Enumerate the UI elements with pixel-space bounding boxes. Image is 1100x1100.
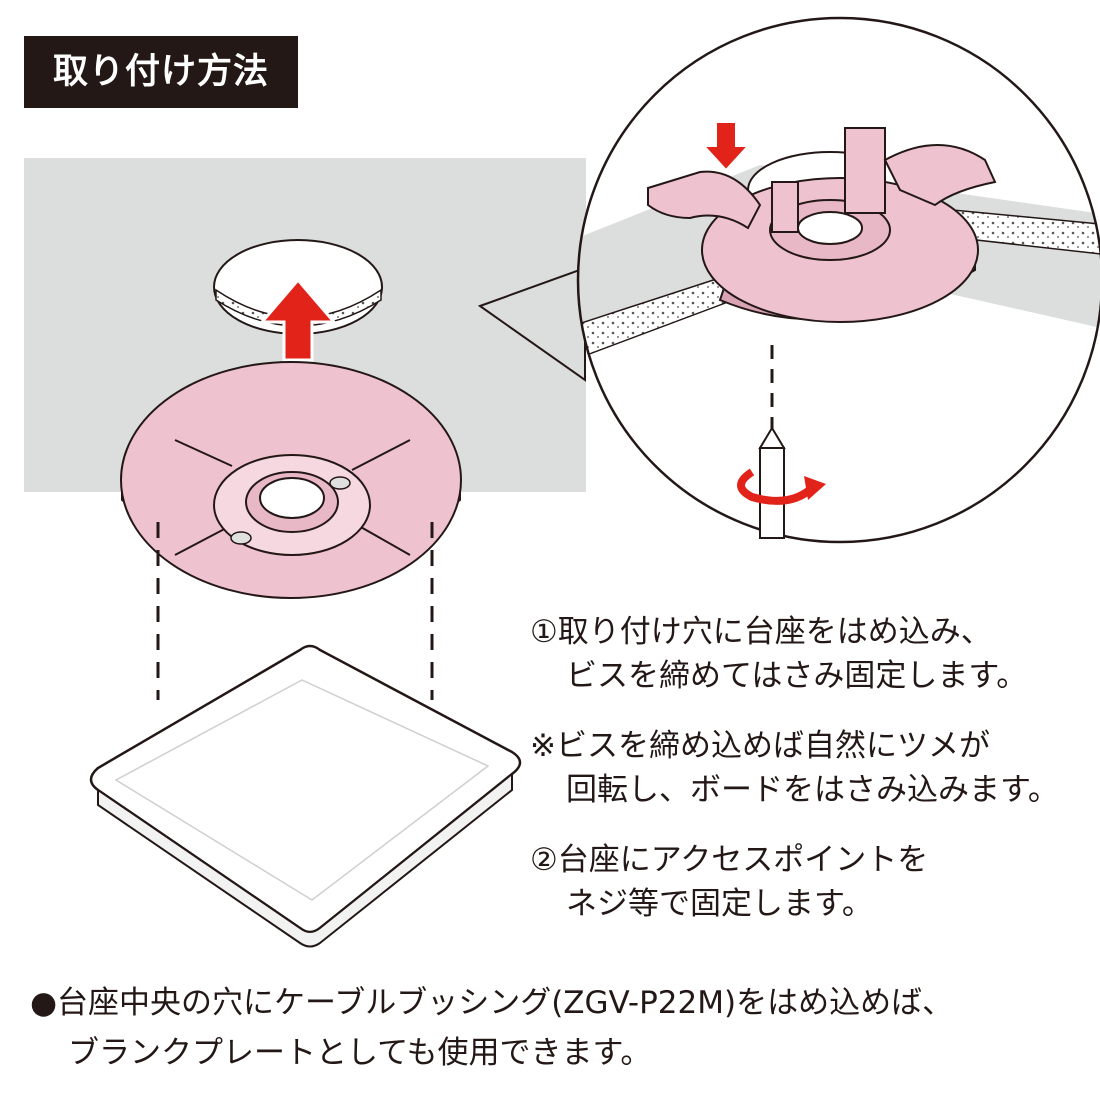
step-2-text: ②台座にアクセスポイントを ネジ等で固定します。 [530, 838, 928, 926]
step-1-line-2: ビスを締めてはさみ固定します。 [566, 658, 1028, 694]
zoom-detail [578, 18, 1100, 542]
access-point [89, 644, 522, 948]
note-line-1: ※ビスを締め込めば自然にツメが [530, 728, 990, 764]
note-text: ※ビスを締め込めば自然にツメが 回転し、ボードをはさみ込みます。 [530, 724, 1059, 812]
step-1-text: ①取り付け穴に台座をはめ込み、 ビスを締めてはさみ固定します。 [530, 610, 1027, 698]
note-line-2: 回転し、ボードをはさみ込みます。 [566, 772, 1059, 808]
zoom-circle-outline [576, 16, 1100, 544]
base-mount [120, 361, 462, 599]
up-arrow-icon [258, 277, 338, 362]
down-arrow-icon [701, 121, 751, 172]
step-2-line-2: ネジ等で固定します。 [566, 886, 873, 922]
step-2-line-1: ②台座にアクセスポイントを [530, 842, 929, 878]
bottom-note-line-2: ブランクプレートとしても使用できます。 [68, 1035, 652, 1071]
rotate-arrow-icon [737, 468, 826, 505]
step-1-line-1: ①取り付け穴に台座をはめ込み、 [530, 614, 992, 650]
screwdriver-icon [758, 426, 786, 539]
section-title: 取り付け方法 [24, 36, 298, 108]
bottom-note: ●台座中央の穴にケーブルブッシング(ZGV-P22M)をはめ込めば、 ブランクプ… [30, 978, 953, 1078]
bottom-note-line-1: ●台座中央の穴にケーブルブッシング(ZGV-P22M)をはめ込めば、 [30, 985, 954, 1021]
